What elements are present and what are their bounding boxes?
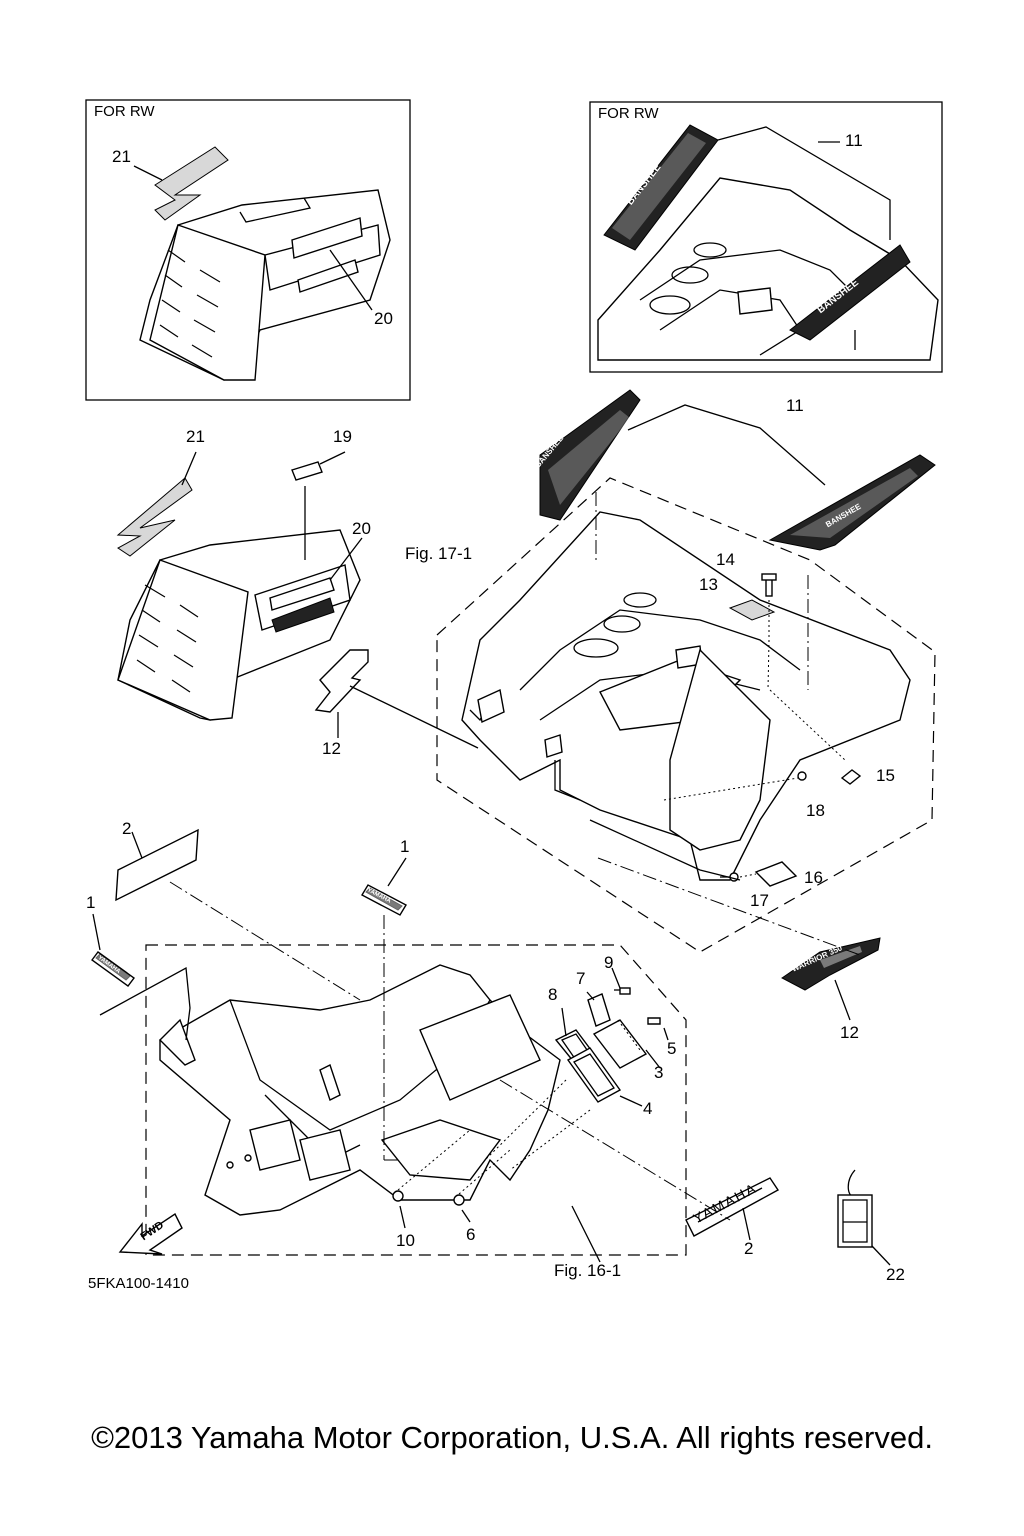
fwd-arrow-icon [118,1212,183,1255]
tag-22 [837,1169,873,1248]
callout-5: 5 [667,1039,677,1058]
decal-12-left [314,649,369,713]
fender-top-inset-right [597,177,939,361]
callout-8: 8 [548,985,558,1004]
callout-9: 9 [604,953,614,972]
callout-21-main: 21 [186,427,205,446]
callout-6: 6 [466,1225,476,1244]
decal-2-top [115,828,199,902]
callout-14: 14 [716,550,735,569]
nut-6 [453,1194,465,1206]
inset-right-label: FOR RW [598,105,659,122]
decal-11-inset-right [789,244,911,341]
callout-2-top: 2 [122,819,132,838]
nut-10 [392,1190,404,1202]
callout-1-left: 1 [86,893,96,912]
callout-7: 7 [576,969,586,988]
plate-7 [587,993,611,1027]
inset-left-label: FOR RW [94,103,155,120]
copyright-notice: ©2013 Yamaha Motor Corporation, U.S.A. A… [91,1420,933,1455]
callout-1-top: 1 [400,837,410,856]
fig-17-1-outline [436,477,936,953]
callout-10: 10 [396,1231,415,1250]
callout-2-bottom: 2 [744,1239,754,1258]
callout-15: 15 [876,766,895,785]
decal-1-left [91,951,135,987]
decal-11-main-right [768,454,936,551]
callout-11-inset: 11 [845,131,863,150]
drawing-code: 5FKA100-1410 [88,1275,189,1292]
inset-box-left [85,99,411,401]
rear-fender-left [117,529,361,721]
callout-4: 4 [643,1099,653,1118]
plate-4 [566,1047,622,1103]
callout-3: 3 [654,1063,664,1082]
callout-12-left: 12 [322,739,341,758]
rear-fender-main [461,511,911,881]
decal-1-top [361,884,407,916]
screw-5 [647,1017,661,1025]
callout-11-main: 11 [786,396,804,415]
fig-16-1-outline [145,944,687,1256]
rear-fender-inset-left [139,189,391,381]
callout-13: 13 [699,575,718,594]
plate-13 [728,599,776,621]
callout-20-inset: 20 [374,309,393,328]
decal-21-main [116,477,193,557]
figure-ref-17-1: Fig. 17-1 [405,544,473,563]
callout-18: 18 [806,801,825,820]
decal-19 [291,461,323,481]
callout-16: 16 [804,868,823,887]
figure-ref-16-1: Fig. 16-1 [554,1261,622,1280]
decal-11-main-left [539,389,641,521]
nut-18 [797,771,807,781]
front-fender [159,964,561,1216]
plate-3 [592,1019,648,1069]
inset-box-right [589,101,943,373]
screw-14 [761,573,777,597]
callout-17: 17 [750,891,769,910]
decal-2-bottom [685,1177,780,1237]
plate-16 [754,861,798,887]
callout-12-right: 12 [840,1023,859,1042]
clip-15 [840,769,862,785]
callout-22: 22 [886,1265,905,1284]
bolt-9 [614,987,631,995]
callout-20-main: 20 [352,519,371,538]
callout-21-inset: 21 [112,147,131,166]
decal-21-inset [154,146,229,221]
callout-19: 19 [333,427,352,446]
